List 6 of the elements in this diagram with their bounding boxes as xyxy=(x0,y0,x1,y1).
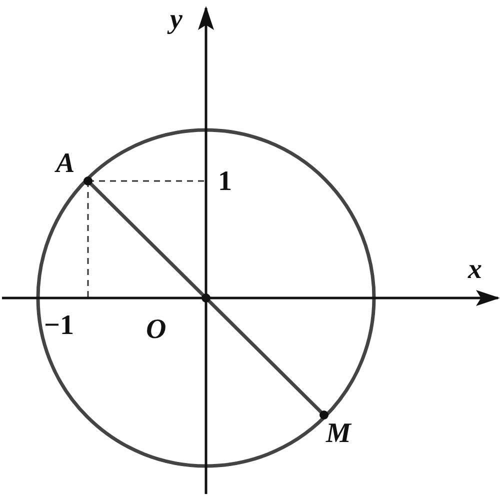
point-label: O xyxy=(146,316,166,344)
axis-label: x xyxy=(468,256,482,284)
tick-label: −1 xyxy=(44,312,74,340)
point-label: A xyxy=(56,150,75,178)
tick-label: 1 xyxy=(218,168,232,196)
point-label: M xyxy=(326,420,351,448)
